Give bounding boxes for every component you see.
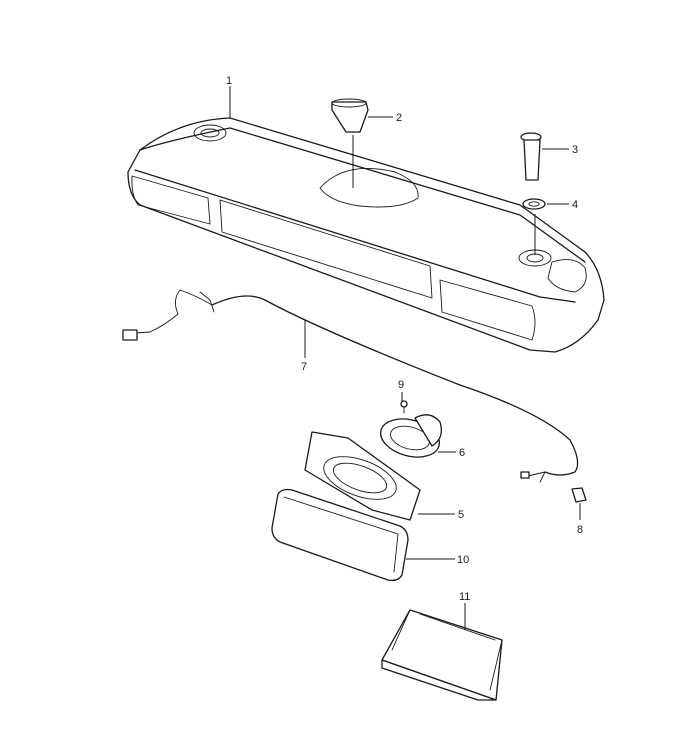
callouts: 1 2 3 4 7 9 6 5 8 10 11 [226,75,583,603]
cup-part [331,98,369,133]
clip-part [571,487,587,503]
callout-7: 7 [301,361,307,373]
wiring-harness [122,289,579,483]
leader-lines [229,86,581,630]
speaker-bracket [304,431,421,521]
console-housing [127,117,605,353]
callout-4: 4 [572,199,578,211]
screw-part [400,400,408,414]
washer-part [522,198,546,210]
speaker-part [380,414,443,458]
callout-3: 3 [572,144,578,156]
grille-cover [271,488,409,582]
callout-2: 2 [396,112,402,124]
bolt-part [520,132,542,181]
callout-6: 6 [459,447,465,459]
tray-part [381,609,503,701]
callout-10: 10 [457,554,469,566]
callout-8: 8 [577,524,583,536]
callout-1: 1 [226,75,232,87]
callout-11: 11 [459,591,470,603]
callout-9: 9 [398,379,404,391]
callout-5: 5 [458,509,464,521]
